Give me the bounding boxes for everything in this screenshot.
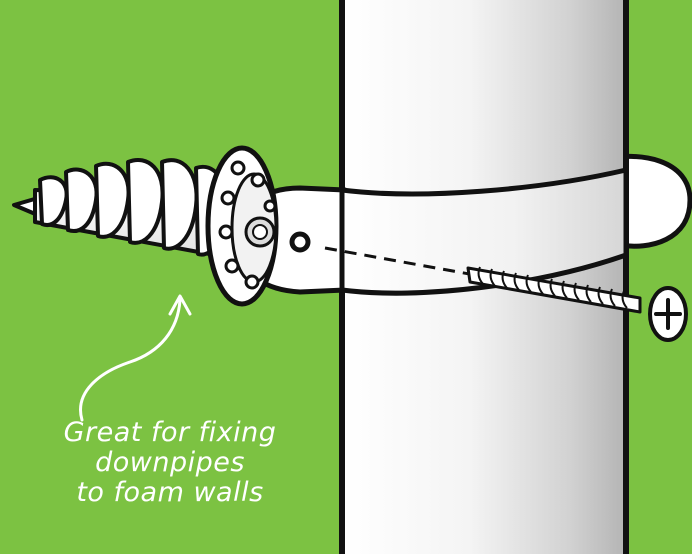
curved-arrow-icon xyxy=(81,296,190,420)
caption-line-2: downpipes xyxy=(40,448,300,478)
caption-line-1: Great for fixing xyxy=(40,418,300,448)
caption: Great for fixing downpipes to foam walls xyxy=(40,418,300,508)
foam-wall-anchor-icon xyxy=(14,148,276,304)
clip-hole xyxy=(292,234,308,250)
caption-line-3: to foam walls xyxy=(40,478,300,508)
